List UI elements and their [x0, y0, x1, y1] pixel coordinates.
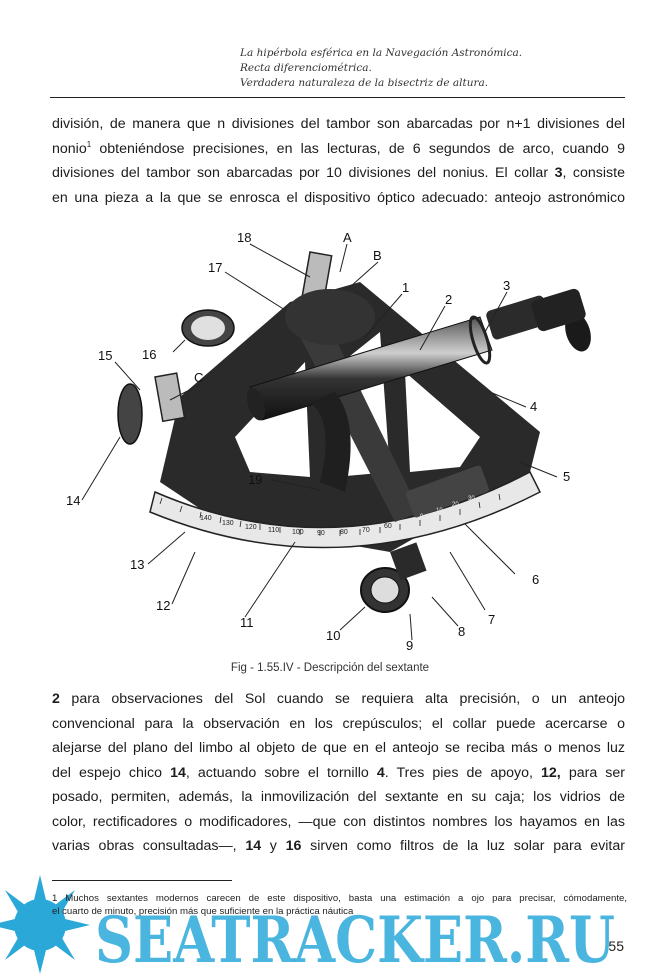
sextant-illustration: 140 130 120 110 100 90 80 70 60 0 10 20 …	[66, 230, 591, 652]
paragraph-1-line-3: divisiones del tambor son abarcadas por …	[52, 161, 625, 186]
paragraph-2-line-7: varias obras consultadas—, 14 y 16 sirve…	[52, 834, 625, 859]
micro-tick: 10	[436, 508, 443, 514]
nonio-word: nonio	[52, 140, 87, 157]
figure-label-9: 9	[406, 638, 413, 652]
paragraph-2-line-4-a: del espejo chico	[52, 764, 171, 781]
paragraph-2: 2 para observaciones del Sol cuando se r…	[52, 687, 625, 859]
paragraph-2-line-7-b: y	[261, 838, 286, 854]
micro-tick: 20	[452, 502, 459, 508]
figure-label-5: 5	[563, 469, 570, 484]
micro-tick: 30	[468, 496, 475, 502]
paragraph-2-line-3: alejarse del plano del limbo al objeto d…	[52, 740, 625, 756]
paragraph-1-line-3-rest: , consiste	[562, 165, 625, 181]
ref-number: 4	[376, 764, 385, 781]
paragraph-2-line-1: 2 para observaciones del Sol cuando se r…	[52, 687, 625, 712]
vernier	[405, 465, 489, 518]
scale-tick: 110	[268, 527, 279, 534]
sun-burst-icon	[0, 875, 90, 974]
paragraph-1-line-3-text: divisiones del tambor son abarcadas por …	[52, 165, 549, 181]
paragraph-2-line-2: convencional para la observación en los …	[52, 715, 625, 732]
header-line-3: Verdadera naturaleza de la bisectriz de …	[240, 77, 489, 89]
paragraph-2-line-4-b: , actuando sobre el tornillo	[185, 764, 377, 781]
micro-tick: 0	[420, 514, 424, 520]
figure-label-C: C	[194, 370, 203, 385]
figure-label-12: 12	[156, 598, 170, 613]
figure-label-7: 7	[488, 612, 495, 627]
scale-tick: 140	[200, 515, 212, 522]
watermark: SEATRACKER.RU	[0, 870, 660, 974]
scale-tick: 90	[317, 530, 325, 537]
scale-tick: 70	[362, 527, 370, 534]
collar	[468, 315, 492, 365]
ref-number: 2	[52, 691, 60, 707]
scale-tick: 60	[384, 523, 392, 530]
shade-glass-14	[117, 383, 143, 445]
sextant-figure: 140 130 120 110 100 90 80 70 60 0 10 20 …	[60, 222, 620, 652]
figure-label-A: A	[343, 230, 352, 245]
scale-tick: 130	[222, 520, 234, 527]
figure-label-18: 18	[237, 230, 251, 245]
figure-label-10: 10	[326, 628, 340, 643]
figure-label-1: 1	[402, 280, 409, 295]
watermark-graphic: SEATRACKER.RU	[0, 875, 615, 974]
figure-caption: Fig - 1.55.IV - Descripción del sextante	[230, 662, 430, 674]
footnote-ref[interactable]: 1	[86, 139, 92, 149]
figure-label-19: 19	[248, 472, 262, 487]
paragraph-2-line-4-c: . Tres pies de apoyo,	[384, 764, 542, 781]
scale-tick: 100	[292, 529, 304, 536]
paragraph-2-line-6: color, rectificadores o modificadores, —…	[52, 813, 625, 830]
figure-label-13: 13	[130, 557, 144, 572]
figure-label-14: 14	[66, 493, 80, 508]
ref-number: 3	[554, 165, 563, 181]
figure-label-8: 8	[458, 624, 465, 639]
page-number: 55	[608, 938, 624, 954]
footnote-line-2: el cuarto de minuto, precisión más que s…	[52, 906, 354, 917]
figure-label-17: 17	[208, 260, 222, 275]
horizon-mirror	[154, 372, 186, 423]
ref-number: 16	[285, 838, 302, 854]
paragraph-2-line-7-c: sirven como filtros de la luz solar para…	[301, 838, 625, 854]
ref-number: 14	[170, 764, 186, 781]
ref-number: 12,	[541, 764, 561, 781]
footnote: 1 Muchos sextantes modernos carecen de e…	[52, 892, 627, 918]
paragraph-2-line-7-a: varias obras consultadas—,	[52, 838, 246, 854]
scale-tick: 80	[340, 529, 348, 536]
paragraph-1-line-1: división, de manera que n divisiones del…	[52, 116, 625, 132]
header-rule	[50, 97, 625, 98]
graduated-arc	[149, 470, 542, 549]
paragraph-2-line-1-text: para observaciones del Sol cuando se req…	[59, 691, 625, 707]
figure-label-2: 2	[445, 292, 452, 307]
paragraph-1-line-4: en una pieza a la que se enrosca el disp…	[52, 189, 625, 206]
header-line-1: La hipérbola esférica en la Navegación A…	[240, 47, 523, 59]
running-header: La hipérbola esférica en la Navegación A…	[240, 46, 600, 91]
figure-label-B: B	[373, 248, 382, 263]
paragraph-1: división, de manera que n divisiones del…	[52, 112, 625, 210]
figure-label-11: 11	[240, 615, 254, 630]
ref-number: 14	[245, 838, 262, 854]
figure-label-3: 3	[503, 278, 510, 293]
header-line-2: Recta diferenciométrica.	[240, 62, 372, 74]
paragraph-1-line-2-rest: obteniéndose precisiones, en las lectura…	[91, 140, 625, 157]
figure-label-16: 16	[142, 347, 156, 362]
handle	[310, 392, 351, 492]
figure-label-6: 6	[532, 572, 539, 587]
watermark-text: SEATRACKER.RU	[95, 903, 615, 974]
paragraph-2-line-4: del espejo chico 14, actuando sobre el t…	[52, 761, 625, 786]
footnote-line-1: 1 Muchos sextantes modernos carecen de e…	[52, 893, 627, 904]
paragraph-2-line-4-d: para ser	[560, 764, 625, 781]
scale-tick: 120	[245, 524, 257, 531]
paragraph-1-line-2: nonio1 obteniéndose precisiones, en las …	[52, 137, 625, 162]
index-arm	[290, 307, 420, 522]
footnote-rule	[52, 880, 232, 881]
paragraph-2-line-5: posado, permiten, además, la inmovilizac…	[52, 789, 625, 805]
figure-label-4: 4	[530, 399, 537, 414]
figure-label-15: 15	[98, 348, 112, 363]
